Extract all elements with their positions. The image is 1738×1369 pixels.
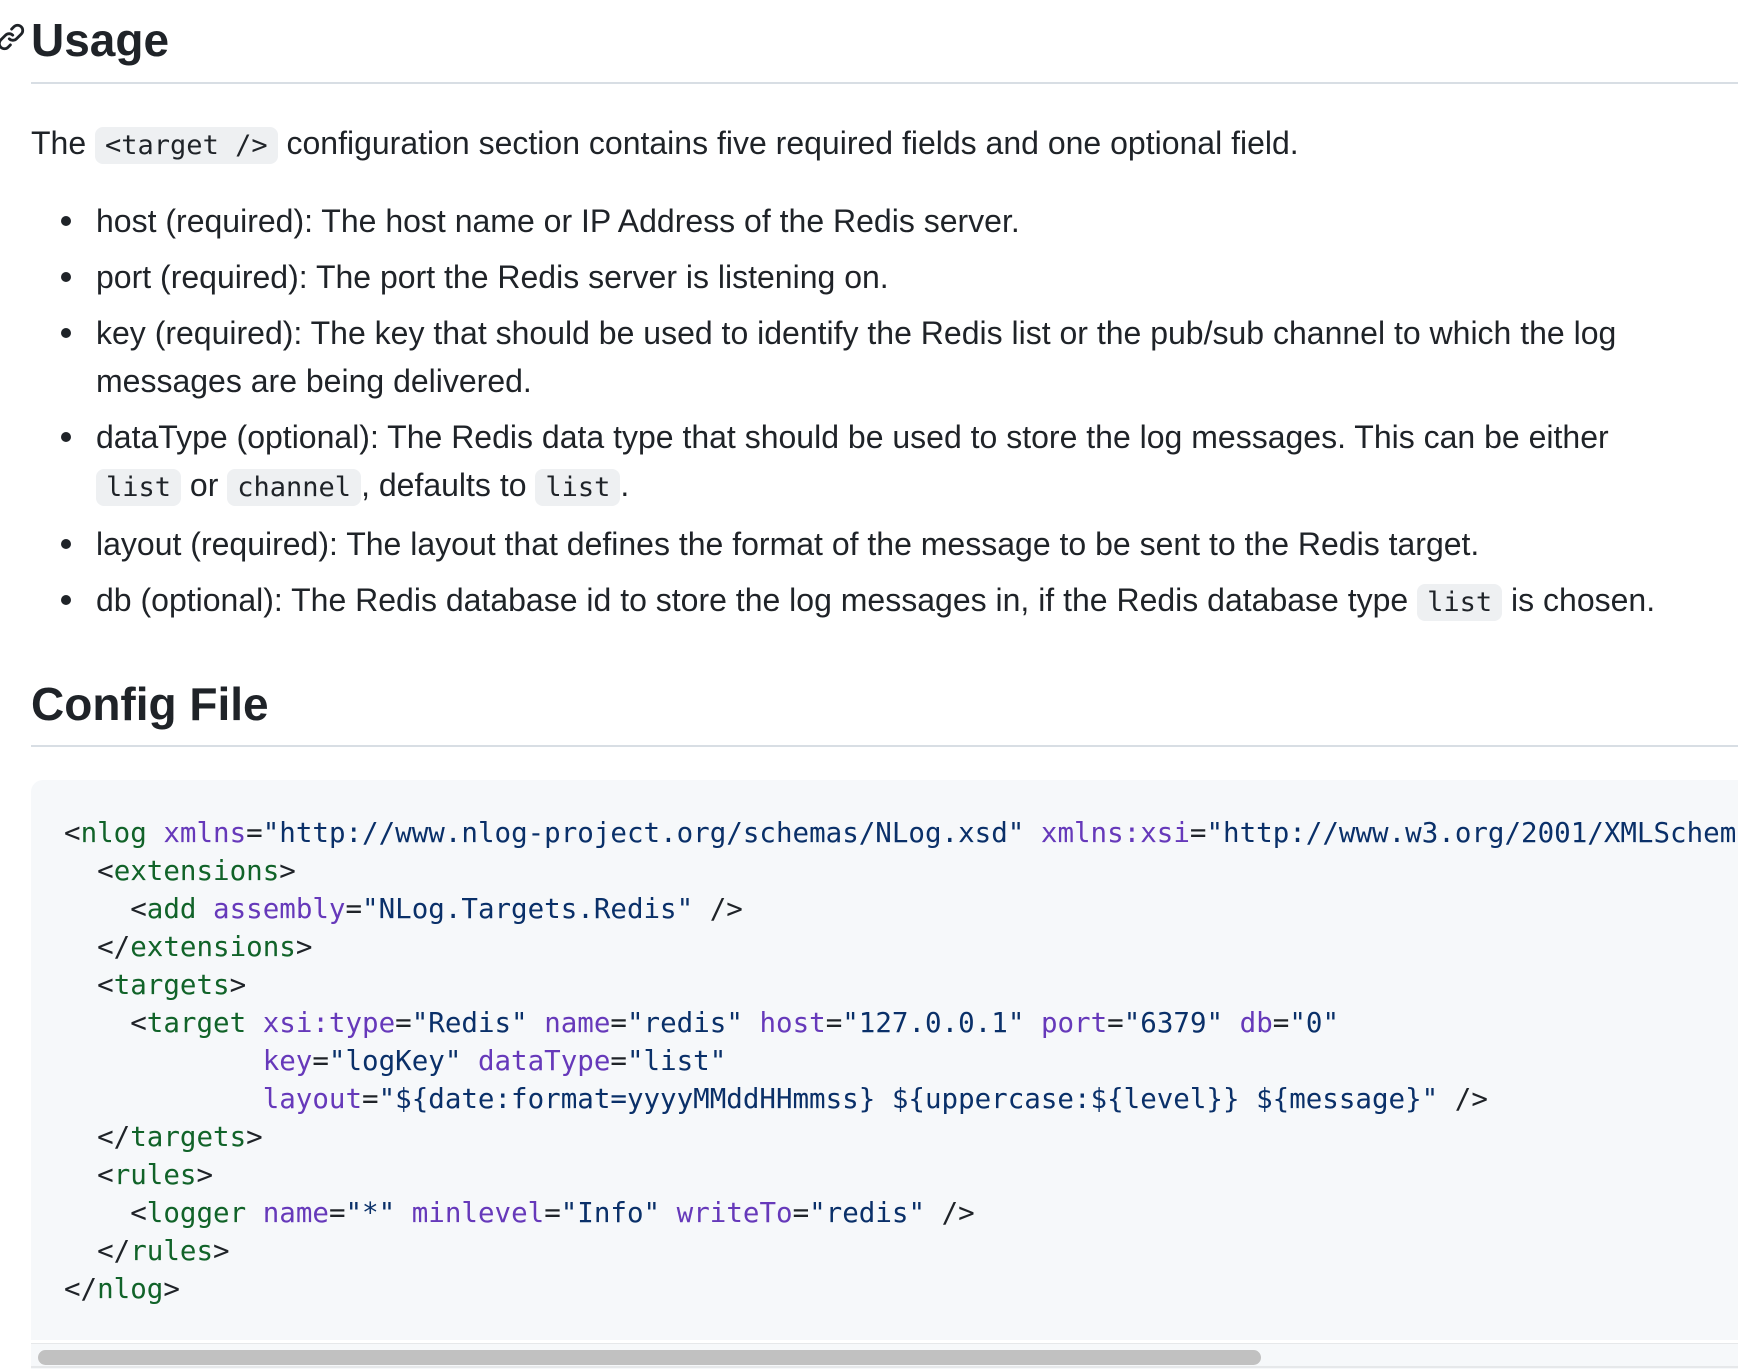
bullet-icon xyxy=(61,432,71,442)
code-line: <extensions> xyxy=(97,855,296,887)
list-item-text: key (required): The key that should be u… xyxy=(96,315,1617,399)
code-line: key="logKey" dataType="list" xyxy=(262,1045,727,1077)
bullet-icon xyxy=(61,595,71,605)
link-icon[interactable] xyxy=(0,22,26,52)
field-list: host (required): The host name or IP Add… xyxy=(0,197,1738,635)
list-item-text: , defaults to xyxy=(361,467,527,503)
code-line: </targets> xyxy=(97,1121,263,1153)
code-block-border xyxy=(31,1366,1738,1368)
code-content[interactable]: <nlog xmlns="http://www.nlog-project.org… xyxy=(64,814,1736,1308)
heading-divider xyxy=(31,745,1738,747)
inline-code-target: <target /> xyxy=(95,127,278,164)
code-line: <rules> xyxy=(97,1159,214,1191)
horizontal-scrollbar[interactable] xyxy=(31,1343,1738,1369)
inline-code-list: list xyxy=(535,469,621,506)
code-line: </extensions> xyxy=(97,931,313,963)
code-line: layout="${date:format=yyyyMMddHHmmss} ${… xyxy=(262,1083,1488,1115)
intro-text-before: The xyxy=(31,125,87,161)
inline-code-list: list xyxy=(96,469,182,506)
list-item-text: port (required): The port the Redis serv… xyxy=(96,259,889,295)
list-item-text: db (optional): The Redis database id to … xyxy=(96,582,1409,618)
list-item-text: host (required): The host name or IP Add… xyxy=(96,203,1020,239)
bullet-icon xyxy=(61,272,71,282)
list-item-text: or xyxy=(189,467,219,503)
code-line: <logger name="*" minlevel="Info" writeTo… xyxy=(130,1197,975,1229)
heading-divider xyxy=(31,82,1738,84)
bullet-icon xyxy=(61,216,71,226)
intro-text-after: configuration section contains five requ… xyxy=(286,125,1299,161)
config-file-heading: Config File xyxy=(31,678,269,730)
list-item-text: dataType (optional): The Redis data type… xyxy=(96,419,1609,455)
usage-intro: The <target /> configuration section con… xyxy=(31,118,1299,171)
list-item-datatype: dataType (optional): The Redis data type… xyxy=(0,413,1738,512)
usage-heading: Usage xyxy=(31,14,170,66)
inline-code-list: list xyxy=(1417,584,1503,621)
code-line: </nlog> xyxy=(64,1273,180,1305)
inline-code-channel: channel xyxy=(227,469,362,506)
list-item-text: layout (required): The layout that defin… xyxy=(96,526,1480,562)
code-block[interactable]: <nlog xmlns="http://www.nlog-project.org… xyxy=(31,780,1738,1340)
list-item-host: host (required): The host name or IP Add… xyxy=(0,197,1738,245)
list-item-text: is chosen. xyxy=(1511,582,1656,618)
code-line: <targets> xyxy=(97,969,247,1001)
list-item-text: . xyxy=(620,467,630,503)
bullet-icon xyxy=(61,539,71,549)
code-line: </rules> xyxy=(97,1235,230,1267)
list-item-db: db (optional): The Redis database id to … xyxy=(0,576,1738,627)
list-item-layout: layout (required): The layout that defin… xyxy=(0,520,1738,568)
code-line: <add assembly="NLog.Targets.Redis" /> xyxy=(130,893,743,925)
scrollbar-thumb[interactable] xyxy=(38,1350,1261,1365)
code-line: <target xsi:type="Redis" name="redis" ho… xyxy=(130,1007,1339,1039)
list-item-port: port (required): The port the Redis serv… xyxy=(0,253,1738,301)
bullet-icon xyxy=(61,328,71,338)
list-item-key: key (required): The key that should be u… xyxy=(0,309,1738,405)
code-line: <nlog xmlns="http://www.nlog-project.org… xyxy=(64,817,1737,849)
